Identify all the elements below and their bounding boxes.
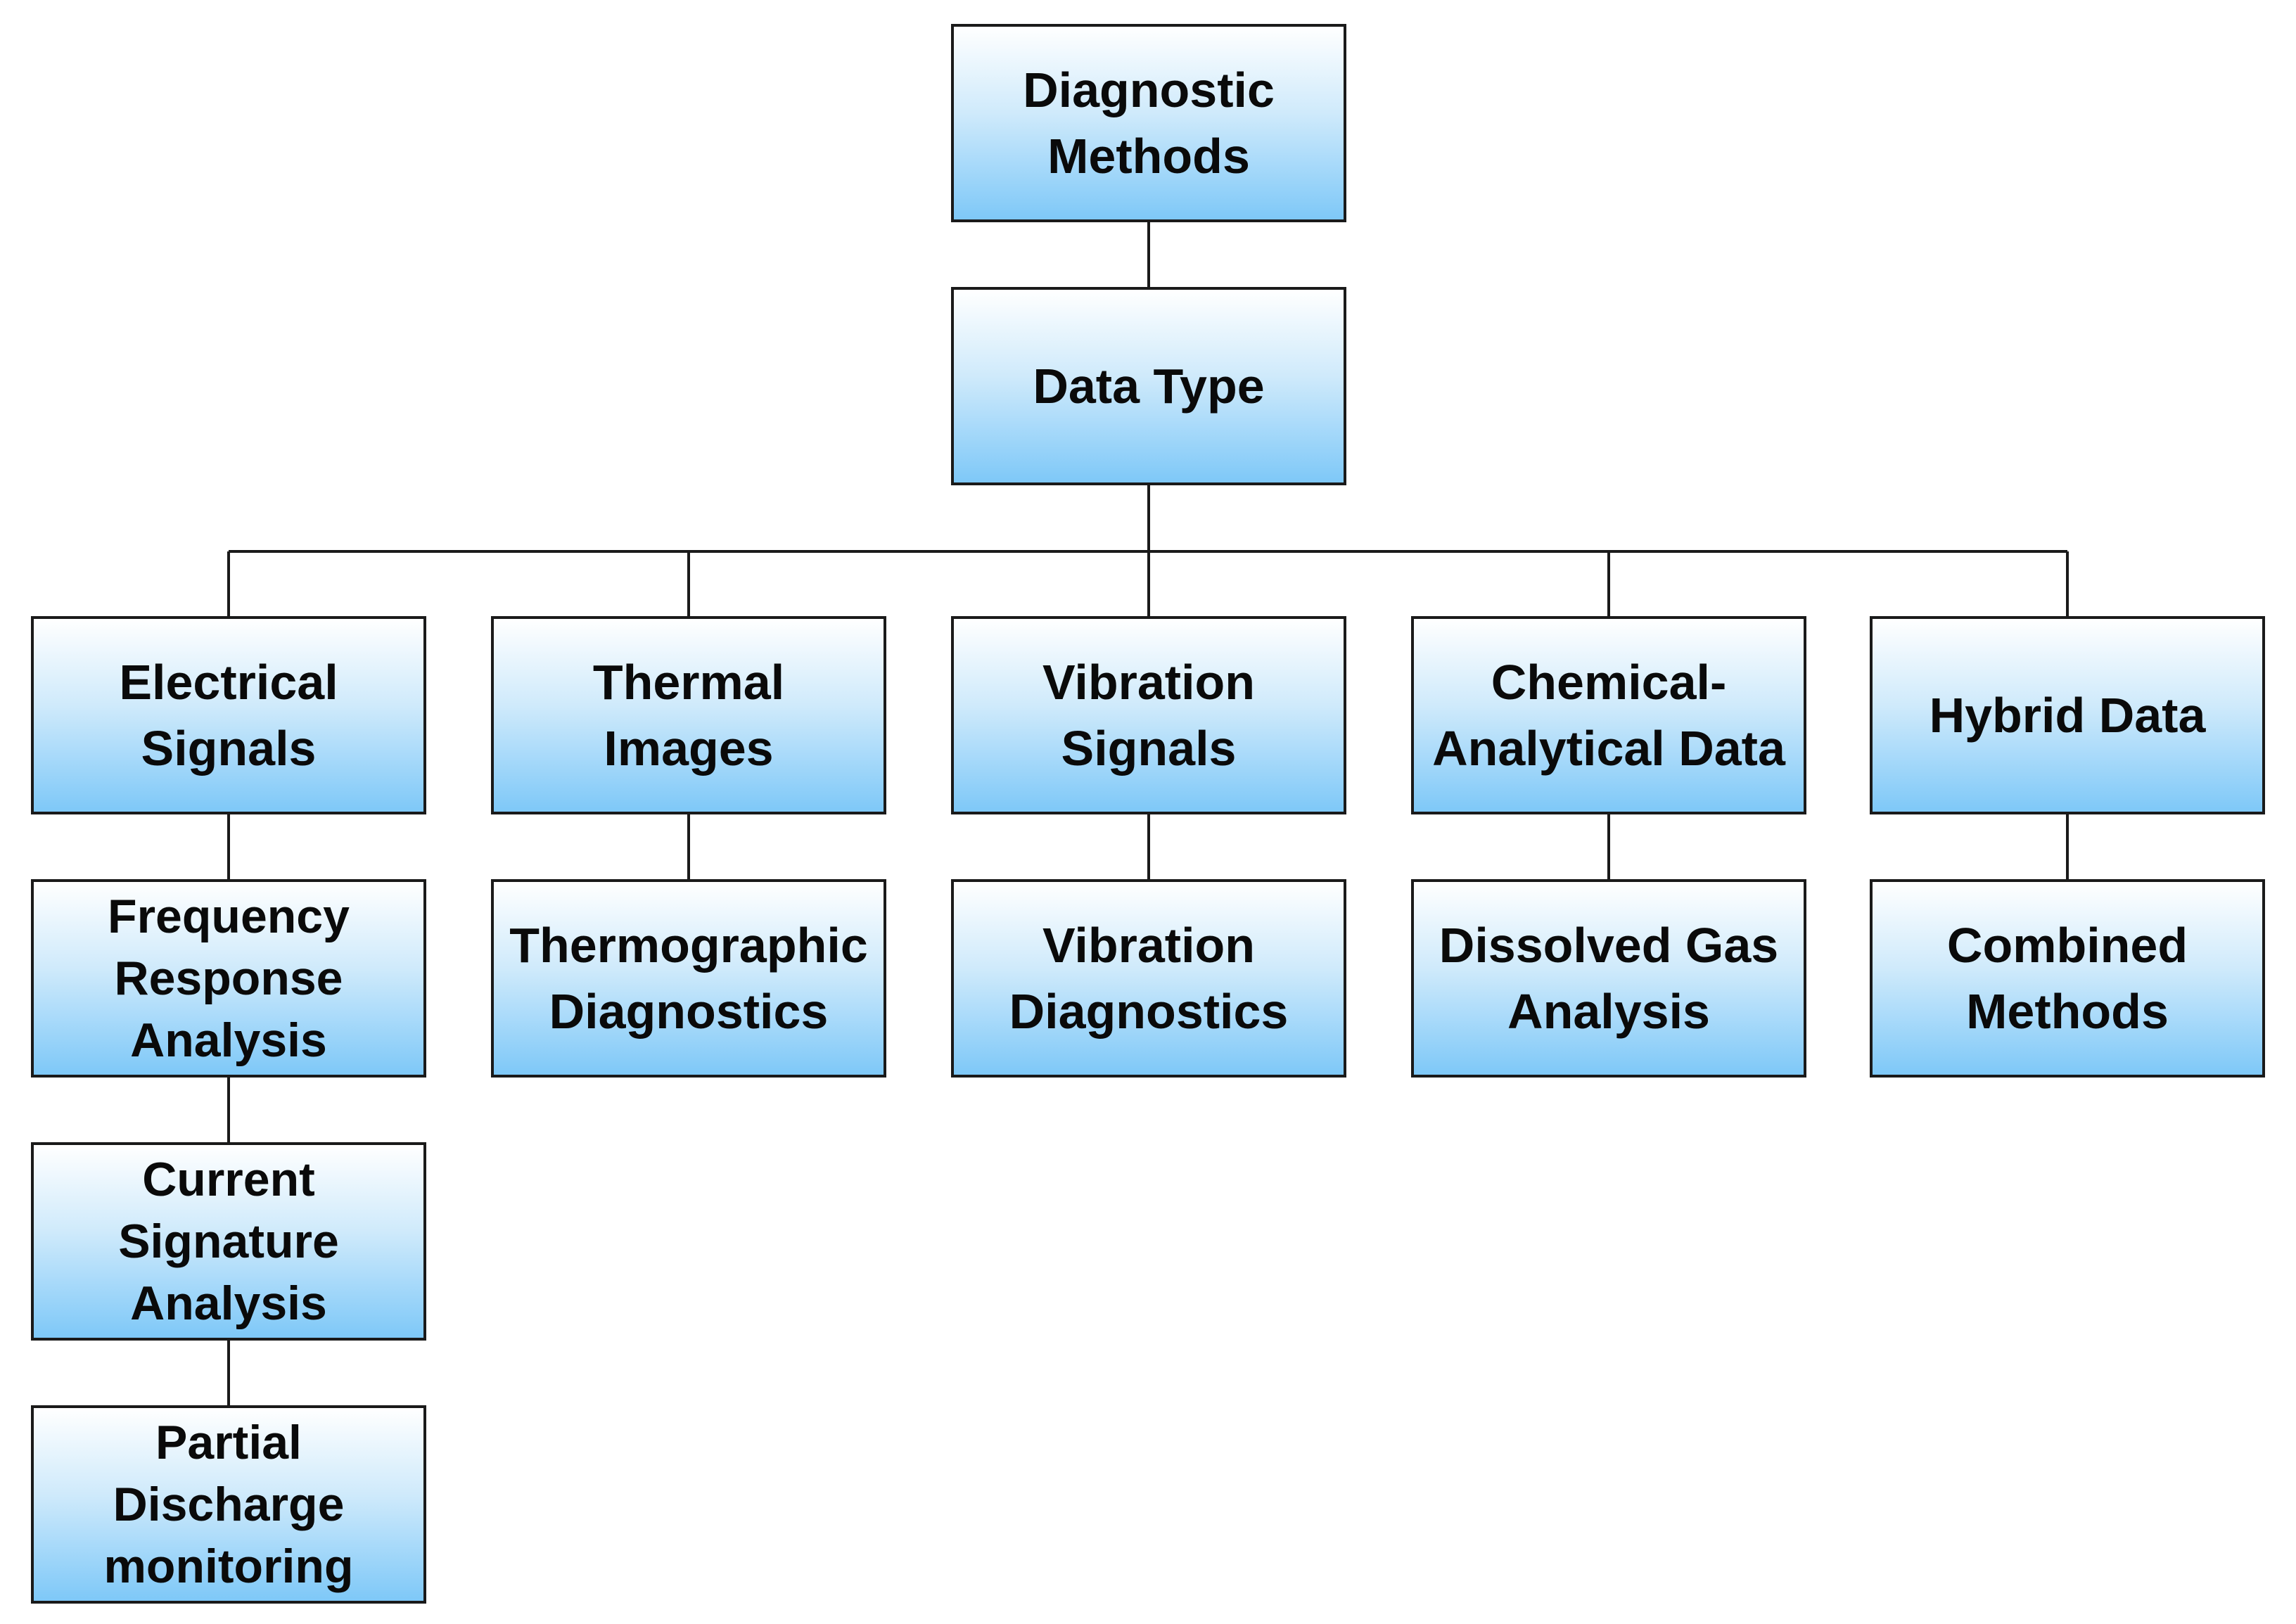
node-label-line: Dissolved Gas — [1439, 918, 1779, 973]
node-label-line: Analysis — [130, 1277, 327, 1330]
frequency-response-analysis-node: Frequency Response Analysis — [31, 879, 426, 1078]
node-label-line: Partial — [155, 1416, 302, 1469]
node-label-line: Discharge — [113, 1478, 345, 1531]
node-label-line: Analysis — [130, 1014, 327, 1067]
node-label-line: Analytical Data — [1432, 721, 1785, 776]
data-type-node: Data Type — [951, 287, 1346, 485]
node-label-line: Diagnostics — [549, 984, 829, 1039]
current-signature-analysis-node: Current Signature Analysis — [31, 1142, 426, 1341]
vibration-diagnostics-node: Vibration Diagnostics — [951, 879, 1346, 1078]
vibration-signals-node: Vibration Signals — [951, 616, 1346, 814]
electrical-signals-node: Electrical Signals — [31, 616, 426, 814]
node-label-line: Thermal — [592, 655, 785, 710]
node-label-line: Vibration — [1042, 655, 1256, 710]
node-label-line: Response — [114, 952, 343, 1005]
node-label-line: Methods — [1047, 129, 1250, 184]
node-label-line: Signals — [141, 721, 317, 776]
node-label-line: Analysis — [1507, 984, 1710, 1039]
combined-methods-node: Combined Methods — [1870, 879, 2265, 1078]
node-label-line: Chemical- — [1491, 655, 1727, 710]
node-label-line: Data Type — [1033, 359, 1265, 414]
node-label-line: Hybrid Data — [1929, 688, 2206, 743]
node-label-line: Vibration — [1042, 918, 1256, 973]
node-label-line: Diagnostics — [1009, 984, 1289, 1039]
node-label-line: Frequency — [108, 890, 350, 943]
hybrid-data-node: Hybrid Data — [1870, 616, 2265, 814]
dissolved-gas-analysis-node: Dissolved Gas Analysis — [1411, 879, 1806, 1078]
node-label-line: Images — [604, 721, 774, 776]
node-label-line: Signature — [118, 1215, 339, 1268]
node-label-line: Combined — [1946, 918, 2188, 973]
thermographic-diagnostics-node: Thermographic Diagnostics — [491, 879, 886, 1078]
node-label-line: Electrical — [119, 655, 338, 710]
chemical-analytical-data-node: Chemical- Analytical Data — [1411, 616, 1806, 814]
diagnostic-methods-node: Diagnostic Methods — [951, 24, 1346, 222]
node-label-line: Diagnostic — [1023, 63, 1275, 117]
node-label-line: monitoring — [103, 1540, 354, 1593]
thermal-images-node: Thermal Images — [491, 616, 886, 814]
partial-discharge-monitoring-node: Partial Discharge monitoring — [31, 1405, 426, 1604]
node-label-line: Signals — [1061, 721, 1237, 776]
node-label-line: Current — [142, 1153, 315, 1206]
node-label-line: Thermographic — [509, 918, 868, 973]
node-label-line: Methods — [1966, 984, 2169, 1039]
